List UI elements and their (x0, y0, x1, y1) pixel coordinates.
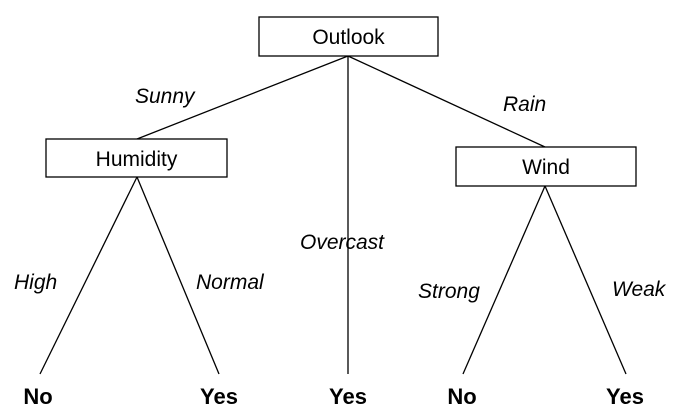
edge-humidity-high (39, 176, 138, 375)
leaf-overcast: Yes (329, 384, 367, 409)
node-outlook: Outlook (258, 16, 439, 57)
leaf-humidity-high: No (23, 384, 52, 409)
node-humidity-box (45, 138, 228, 178)
leaf-humidity-normal: Yes (200, 384, 238, 409)
node-outlook-box (258, 16, 439, 57)
edge-outlook-rain (347, 55, 546, 148)
edge-label-overcast: Overcast (300, 231, 385, 254)
edge-outlook-sunny (136, 55, 349, 140)
edge-label-normal: Normal (196, 271, 265, 294)
edge-wind-strong (462, 185, 546, 375)
edge-label-strong: Strong (418, 280, 480, 303)
leaf-wind-strong: No (447, 384, 476, 409)
edge-label-weak: Weak (612, 278, 667, 301)
leaf-wind-weak: Yes (606, 384, 644, 409)
node-humidity: Humidity (45, 138, 228, 178)
edge-label-high: High (14, 271, 57, 294)
node-outlook-label: Outlook (312, 26, 385, 49)
node-wind-box (455, 146, 637, 187)
edge-humidity-normal (136, 176, 220, 375)
edge-label-sunny: Sunny (135, 85, 196, 108)
node-wind-label: Wind (522, 156, 570, 179)
edge-label-rain: Rain (503, 93, 546, 116)
edge-wind-weak (544, 185, 627, 375)
node-wind: Wind (455, 146, 637, 187)
node-humidity-label: Humidity (96, 148, 178, 171)
